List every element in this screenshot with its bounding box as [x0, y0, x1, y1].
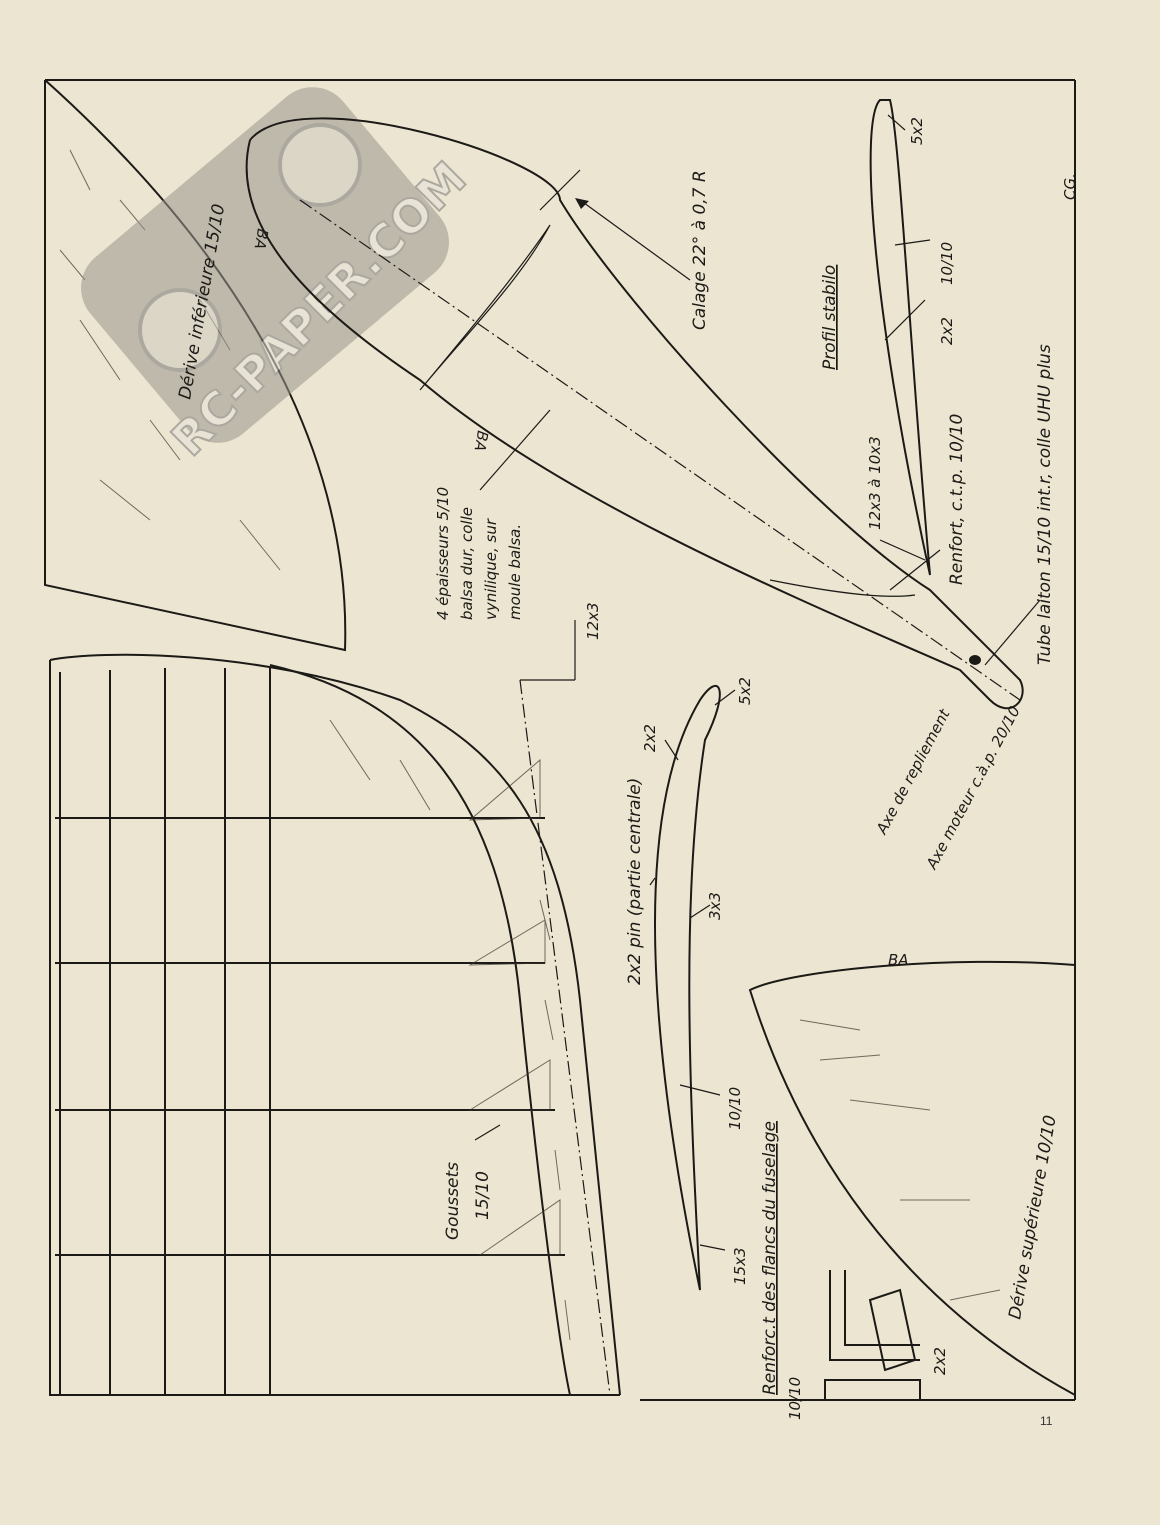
stab-label-10-10: 10/10: [938, 242, 956, 285]
incidence-label: Calage 22° à 0,7 R: [690, 170, 710, 330]
stab-label-2x2: 2x2: [938, 317, 956, 345]
wing-ba: BA: [470, 429, 491, 452]
laminate-note-4: moule balsa.: [506, 524, 524, 620]
wing-profile-15x3: 15x3: [731, 1247, 749, 1285]
page-number: 11: [1040, 1414, 1053, 1428]
stab-profile: [869, 99, 931, 576]
reinforcement-2x2: 2x2: [931, 1347, 949, 1375]
laminate-note-1: 4 épaisseurs 5/10: [434, 487, 452, 620]
fuselage-side: [49, 620, 621, 1396]
wing-profile-10-10: 10/10: [726, 1087, 744, 1130]
reinforcement-10-10: 10/10: [786, 1377, 804, 1420]
spar-label: 12x3: [584, 602, 602, 640]
lower-fin: [44, 79, 347, 652]
wing-profile-2x2: 2x2: [641, 724, 659, 752]
wing-profile-pine: 2x2 pin (partie centrale): [625, 778, 645, 985]
fold-axis-label: Axe de repliement: [872, 705, 954, 837]
upper-fin-title: Dérive supérieure 10/10: [1005, 1114, 1061, 1321]
lower-fin-ba: BA: [250, 227, 271, 250]
gussets-label: Goussets: [443, 1162, 463, 1240]
tube-label: Tube laiton 15/10 int.r, colle UHU plus: [1035, 344, 1055, 665]
gussets-size-label: 15/10: [473, 1171, 493, 1220]
laminate-note-3: vynilique, sur: [482, 518, 500, 620]
wing-profile: [649, 685, 736, 1291]
upper-fin: [748, 960, 1076, 1396]
stab-label-5x2: 5x2: [908, 117, 926, 145]
fuselage-reinforcement-title: Renforc.t des flancs du fuselage: [760, 1121, 780, 1395]
stab-label-spar: 12x3 à 10x3: [866, 436, 884, 530]
upper-fin-ba: BA: [888, 951, 909, 969]
wing-plan: [245, 117, 1041, 710]
wing-profile-3x3: 3x3: [706, 892, 724, 920]
stab-profile-title: Profil stabilo: [820, 265, 840, 370]
cg-label: CG.: [1061, 173, 1079, 200]
wing-profile-5x2: 5x2: [736, 677, 754, 705]
reinforcement-label: Renfort, c.t.p. 10/10: [947, 414, 967, 585]
reinforcement-detail: [824, 1270, 921, 1401]
laminate-note-2: balsa dur, colle: [458, 507, 476, 620]
